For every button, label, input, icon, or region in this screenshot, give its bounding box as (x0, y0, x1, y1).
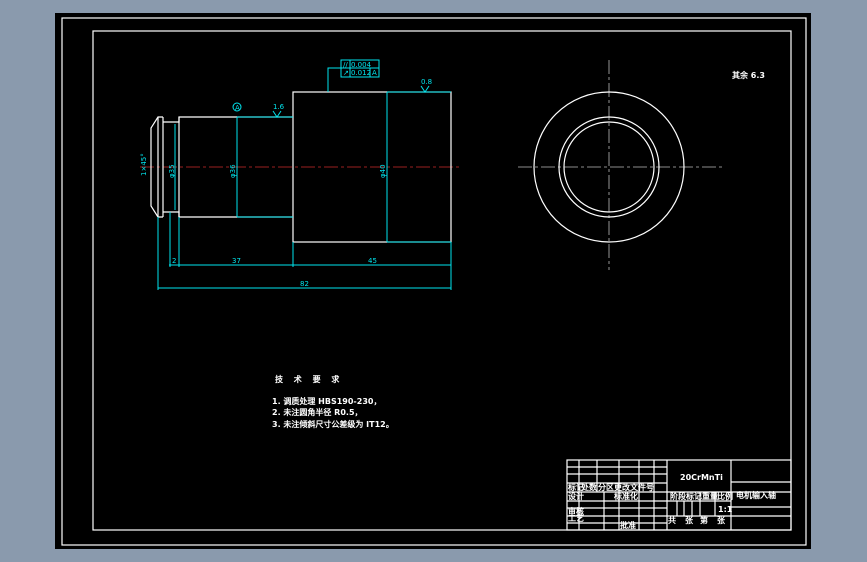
dim-chamfer: 1×45° (140, 153, 148, 176)
drawing-canvas (55, 13, 811, 549)
shaft-side-view (518, 60, 725, 270)
tolerance-datum: A (372, 69, 377, 77)
dim-37: 37 (232, 257, 241, 265)
tolerance-runout: ↗ (343, 69, 349, 77)
label-count: 处数 (580, 482, 598, 492)
sheet-number-label: 第 (700, 515, 708, 525)
datum-label: A (235, 104, 240, 112)
label-approve: 批准 (620, 520, 636, 530)
surface-roughness-icon (232, 85, 430, 118)
title-block (566, 459, 792, 531)
label-stage: 阶段标记 (670, 491, 702, 501)
scale-value: 1:1 (718, 505, 733, 514)
dim-82: 82 (300, 280, 309, 288)
dim-dia-small: φ35 (168, 164, 176, 178)
shaft-front-view (150, 91, 452, 243)
dim-dia-big: φ40 (379, 164, 387, 178)
tolerance-parallel: // (343, 61, 348, 69)
outer-frame (61, 17, 807, 546)
dim-45: 45 (368, 257, 377, 265)
label-scale: 比例 (717, 491, 733, 501)
tech-requirements-title: 技 术 要 求 (275, 374, 343, 384)
tech-requirement-1: 1. 调质处理 HBS190-230， (272, 396, 381, 406)
sheet-unit-2: 张 (717, 516, 726, 525)
label-change-doc: 更改文件号 (614, 482, 654, 492)
material: 20CrMnTi (680, 473, 723, 482)
tolerance-value-1: 0.004 (351, 61, 372, 69)
label-design: 设计 (568, 491, 584, 501)
label-weight: 重量 (702, 491, 718, 501)
label-standard: 标准化 (613, 491, 638, 501)
tech-requirement-2: 2. 未注圆角半径 R0.5， (272, 407, 363, 417)
roughness-1: 1.6 (273, 103, 285, 111)
label-process: 工艺 (568, 513, 584, 523)
label-zone: 分区 (598, 482, 614, 492)
tech-requirement-3: 3. 未注倾斜尺寸公差级为 IT12。 (272, 419, 394, 429)
part-name: 电机输入轴 (736, 490, 776, 500)
inner-border (92, 30, 792, 531)
sheet-unit-1: 张 (685, 516, 694, 525)
dimensions (157, 59, 452, 290)
sheet-total-label: 共 (668, 515, 676, 525)
other-roughness-note: 其余 6.3 (732, 70, 765, 80)
dim-2: 2 (172, 257, 176, 265)
dim-dia-mid: φ36 (229, 164, 237, 178)
label-mark: 标记 (567, 482, 584, 492)
label-review: 审核 (568, 506, 584, 516)
tolerance-value-2: 0.012 (351, 69, 371, 77)
roughness-2: 0.8 (421, 78, 432, 86)
